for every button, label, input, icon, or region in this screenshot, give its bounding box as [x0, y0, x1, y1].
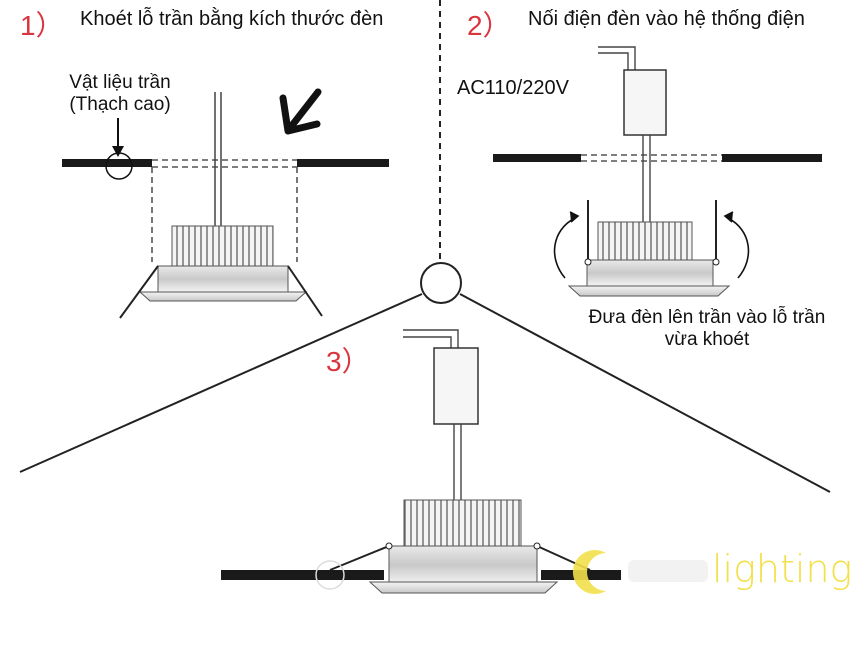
cutout-outline	[151, 159, 298, 262]
step-1-number: 1）	[20, 10, 64, 41]
step-2-title: Nối điện đèn vào hệ thống điện	[528, 8, 805, 30]
lamp-body	[586, 259, 714, 287]
moon-logo-icon	[572, 550, 708, 594]
arrow-down-left-icon	[279, 88, 322, 135]
ceiling-slab-left	[493, 154, 581, 162]
power-driver	[433, 347, 479, 425]
rotate-counterclockwise-icon	[723, 211, 750, 279]
divider-center-circle	[420, 262, 462, 304]
step-2-number: 2）	[467, 10, 511, 41]
lamp-rim	[368, 581, 559, 594]
ceiling-slab-right	[297, 159, 389, 167]
mount-instruction-line-1: Đưa đèn lên trần vào lỗ trần	[588, 307, 826, 328]
divider-right	[459, 293, 831, 493]
divider-left	[19, 293, 423, 473]
power-driver	[623, 69, 667, 136]
mount-instruction: Đưa đèn lên trần vào lỗ trần vừa khoét	[566, 307, 848, 351]
lamp-rim	[138, 291, 308, 302]
lamp-heatsink	[171, 225, 274, 267]
ceiling-material-line-2: (Thạch cao)	[69, 93, 171, 115]
pointer-arrow-icon	[112, 146, 124, 157]
lamp-body	[388, 545, 538, 585]
step-3-illustration	[221, 329, 621, 594]
ceiling-material-label: Vật liệu trần (Thạch cao)	[58, 72, 182, 116]
ceiling-slab-right	[722, 154, 822, 162]
lamp-heatsink	[597, 221, 693, 261]
step-3-number: 3）	[326, 346, 370, 377]
ceiling-slab-left	[221, 570, 384, 580]
voltage-label: AC110/220V	[457, 77, 569, 99]
panel-dividers	[19, 0, 831, 493]
step-1-illustration	[62, 88, 389, 319]
lamp-body	[157, 265, 289, 293]
mount-instruction-line-2: vừa khoét	[664, 328, 750, 350]
lamp-heatsink	[403, 499, 522, 547]
step-2-illustration	[493, 46, 822, 297]
rotate-clockwise-icon	[553, 211, 580, 279]
ceiling-material-line-1: Vật liệu trần	[69, 72, 171, 93]
lamp-rim	[567, 285, 731, 297]
step-1-title: Khoét lỗ trần bằng kích thước đèn	[80, 8, 384, 30]
watermark-lighting-text: lighting	[712, 547, 853, 591]
